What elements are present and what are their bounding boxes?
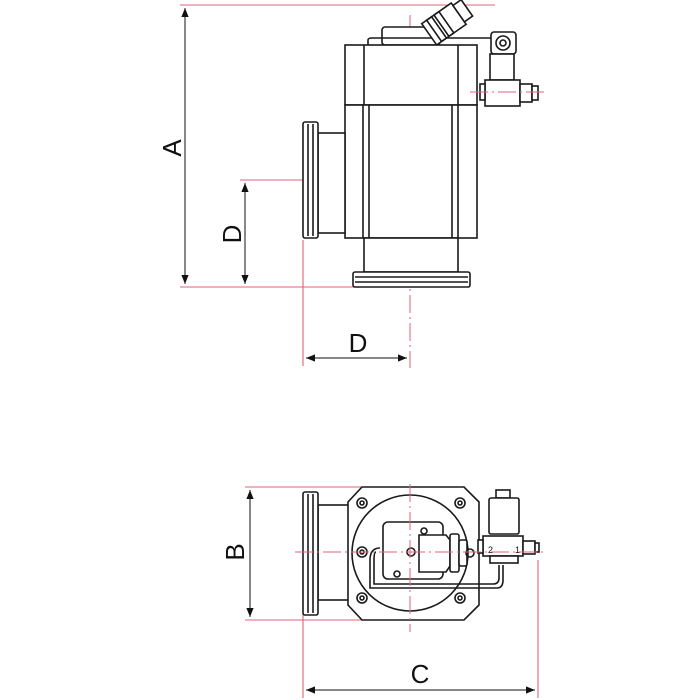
top-view: 2 1 B C [220,484,545,698]
valve-body [344,104,478,239]
dimension-c-label: C [411,659,430,689]
solenoid-port-2-label: 2 [488,545,493,555]
connector-plug [420,0,474,47]
bottom-port-flange [352,271,471,288]
cable-line [367,37,498,45]
connector-top [418,533,475,573]
actuator-upper-body [344,44,478,106]
solenoid-valve-side [470,31,545,107]
pneumatic-tube [369,547,504,589]
solenoid-port-1-label: 1 [515,545,520,555]
dimension-d-vertical-label: D [217,225,247,244]
side-port-neck [317,132,346,234]
bottom-port-neck [363,237,459,273]
side-port-flange [302,121,319,239]
dimension-a-label: A [157,139,187,157]
dimension-b-label: B [220,543,250,560]
solenoid-valve-top: 2 1 [477,489,540,564]
side-view: A D D [157,0,545,368]
side-port-flange-top [302,491,319,616]
dimension-d-horizontal-label: D [349,328,368,358]
